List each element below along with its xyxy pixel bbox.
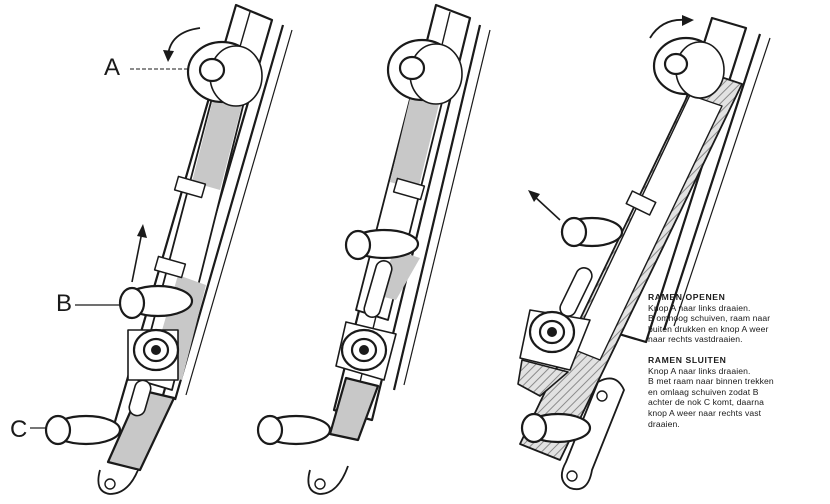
instructions-close: RAMEN SLUITEN Knop A naar links draaien.… — [648, 355, 826, 429]
instruction-line: Knop A naar links draaien. — [648, 365, 751, 376]
instruction-line: achter de nok C komt, daarna — [648, 397, 765, 408]
heading-open: RAMEN OPENEN — [648, 292, 726, 302]
figure-3-open-position — [517, 15, 771, 491]
figure-2-unlocked-position — [256, 3, 491, 495]
instruction-line: naar rechts vastdraaien. — [648, 334, 743, 345]
instruction-line: draaien. — [648, 418, 680, 429]
instruction-line: B omhoog schuiven, raam naar — [648, 313, 771, 324]
instruction-line: buiten drukken en knop A weer — [648, 323, 769, 334]
figure-1-closed-position — [30, 3, 293, 495]
instruction-line: knop A weer naar rechts vast — [648, 407, 762, 418]
callout-a: A — [104, 54, 121, 81]
callout-b: B — [56, 290, 73, 317]
instruction-line: Knop A naar links draaien. — [648, 302, 751, 313]
instruction-line: B met raam naar binnen trekken — [648, 376, 774, 387]
heading-close: RAMEN SLUITEN — [648, 354, 727, 365]
callout-c: C — [10, 416, 28, 443]
instructions-panel: RAMEN OPENEN Knop A naar links draaien. … — [648, 292, 826, 439]
instruction-line: en omlaag schuiven zodat B — [648, 386, 759, 397]
instructions-open: RAMEN OPENEN Knop A naar links draaien. … — [648, 292, 826, 345]
